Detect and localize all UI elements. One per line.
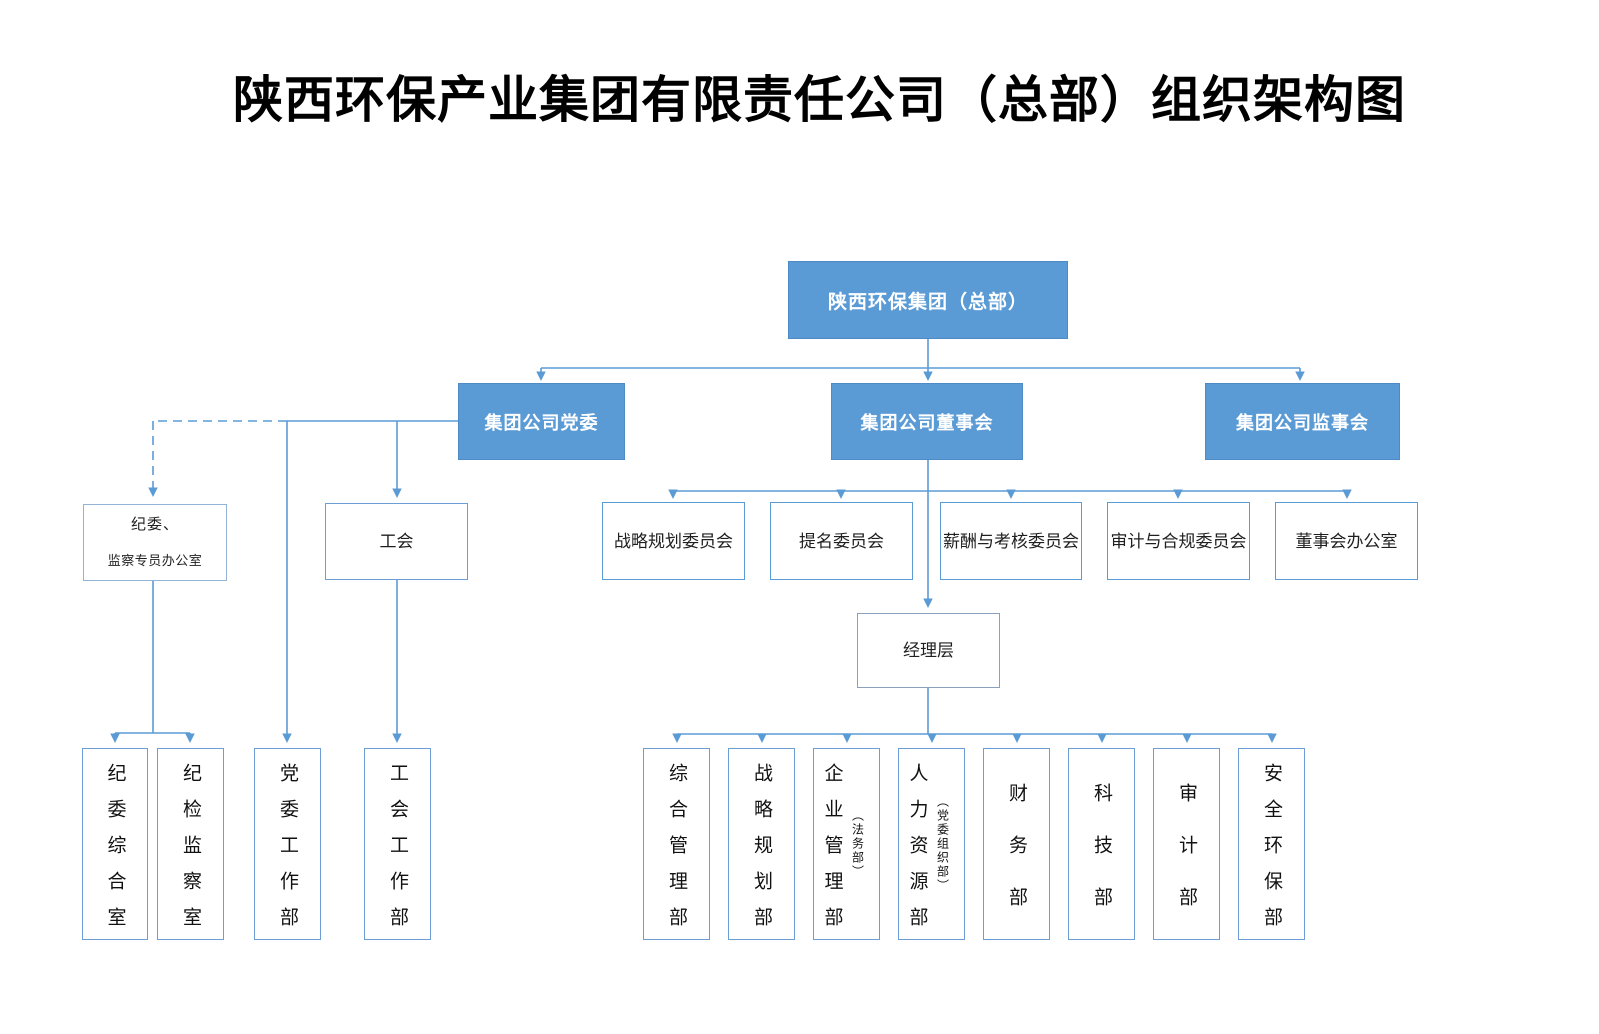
node-label: 纪检监察室 <box>180 762 201 943</box>
node-label: 人力资源部 <box>906 762 928 943</box>
node-discipline-inspection-room: 纪检监察室 <box>157 748 224 943</box>
node-board-of-directors: 集团公司董事会 <box>831 383 1023 460</box>
node-dept-finance: 财务部 <box>983 748 1050 940</box>
node-hq: 陕西环保集团（总部） <box>788 261 1068 339</box>
node-label: 陕西环保集团（总部） <box>827 291 1028 313</box>
chart-title: 陕西环保产业集团有限责任公司（总部）组织架构图 <box>233 72 1406 128</box>
node-label: 战略规划委员会 <box>614 531 733 551</box>
node-label: 经理层 <box>903 641 954 660</box>
node-dept-audit: 审计部 <box>1153 748 1220 940</box>
node-label: 工会工作部 <box>387 762 408 943</box>
node-label: 科技部 <box>1091 782 1112 939</box>
node-party-work-department: 党委工作部 <box>254 748 321 943</box>
node-label: 工会 <box>379 532 414 551</box>
node-label: 薪酬与考核委员会 <box>943 531 1079 551</box>
node-label: 安全环保部 <box>1261 762 1282 943</box>
node-party-committee: 集团公司党委 <box>458 383 625 460</box>
node-label: 集团公司董事会 <box>860 412 994 433</box>
node-annotation: （法务部） <box>850 809 865 879</box>
node-label: 财务部 <box>1006 782 1027 939</box>
node-label: 董事会办公室 <box>1295 531 1398 551</box>
node-label: 企业管理部 <box>821 762 843 943</box>
node-label: 综合管理部 <box>666 762 687 943</box>
node-dept-general-administration: 综合管理部 <box>643 748 710 943</box>
node-strategy-planning-committee: 战略规划委员会 <box>602 502 745 580</box>
node-dept-science-technology: 科技部 <box>1068 748 1135 940</box>
node-label: 审计部 <box>1176 782 1197 939</box>
node-label: 纪委综合室 <box>104 762 126 943</box>
node-management-layer: 经理层 <box>857 613 1000 688</box>
node-label: 审计与合规委员会 <box>1110 531 1247 551</box>
node-label-line1: 纪委、 <box>130 516 179 533</box>
node-label: 提名委员会 <box>799 531 884 551</box>
node-annotation: （党委组织部） <box>935 795 950 893</box>
node-union-work-department: 工会工作部 <box>364 748 431 943</box>
node-discipline-inspection-office: 纪委、 监察专员办公室 <box>83 504 227 581</box>
node-audit-compliance-committee: 审计与合规委员会 <box>1107 502 1250 580</box>
node-dept-safety-environment: 安全环保部 <box>1238 748 1305 943</box>
node-label: 党委工作部 <box>277 762 298 943</box>
node-label: 战略规划部 <box>751 762 772 943</box>
node-supervisory-board: 集团公司监事会 <box>1205 383 1400 460</box>
node-board-office: 董事会办公室 <box>1275 502 1418 580</box>
node-dept-enterprise-management: 企业管理部 （法务部） <box>813 748 880 943</box>
node-dept-strategic-planning: 战略规划部 <box>728 748 795 943</box>
node-label: 集团公司党委 <box>484 412 599 433</box>
node-labor-union: 工会 <box>325 503 468 580</box>
node-nomination-committee: 提名委员会 <box>770 502 913 580</box>
node-label: 集团公司监事会 <box>1236 412 1369 433</box>
node-dept-human-resources: 人力资源部 （党委组织部） <box>898 748 965 943</box>
node-label-line2: 监察专员办公室 <box>107 553 203 568</box>
node-compensation-assessment-committee: 薪酬与考核委员会 <box>940 502 1082 580</box>
node-discipline-general-office: 纪委综合室 <box>82 748 148 943</box>
